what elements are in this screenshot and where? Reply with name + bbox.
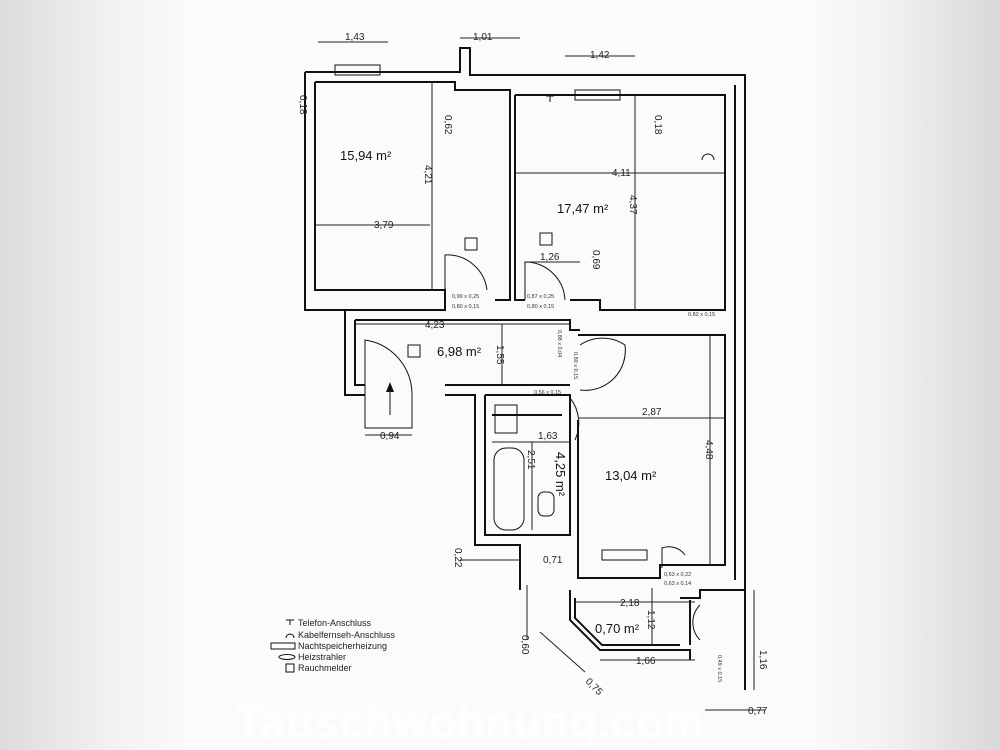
dimension-label: 3,79 (374, 220, 394, 231)
dimension-label: 1,12 (645, 610, 656, 630)
opening-label: 0,56 x 0,15 (534, 390, 561, 396)
dimension-label: 0,71 (543, 555, 563, 566)
legend-item: Telefon-Anschluss (298, 618, 372, 628)
tv-socket-icon (701, 153, 715, 161)
dimension-label: 1,42 (590, 50, 610, 61)
room-area-label: 6,98 m² (437, 344, 482, 359)
dimension-label: 0,94 (380, 431, 400, 442)
dimension-label: 1,66 (636, 656, 656, 667)
opening-label: 0,80 x 0,15 (572, 352, 578, 379)
opening-labels: 0,99 x 0,25 0,80 x 0,15 0,87 x 0,25 0,80… (452, 294, 722, 682)
opening-label: 0,82 x 0,15 (688, 312, 715, 318)
smoke-detector-icon (285, 663, 295, 673)
opening-label: 0,63 x 0,14 (664, 581, 691, 587)
opening-label: 0,87 x 0,25 (527, 294, 554, 300)
opening-label: 0,49 x 0,15 (716, 655, 722, 682)
dimension-label: 2,18 (620, 598, 640, 609)
dimension-label: 1,01 (473, 32, 493, 43)
opening-label: 0,99 x 0,25 (452, 294, 479, 300)
opening-label: 0,63 x 0,22 (664, 572, 691, 578)
dimension-label: 0,60 (519, 635, 530, 655)
dimension-label: 0,18 (297, 95, 308, 115)
phone-socket-icon (286, 619, 294, 625)
dimension-label: 4,11 (612, 168, 631, 179)
legend-item: Kabelfernseh-Anschluss (298, 630, 396, 640)
toilet-icon (537, 491, 555, 517)
dimension-label: 2,51 (525, 450, 536, 470)
legend: Telefon-Anschluss Kabelfernseh-Anschluss… (270, 618, 396, 673)
room-area-label: 17,47 m² (557, 201, 609, 216)
dimension-labels: 1,43 1,01 1,42 0,18 0,62 0,18 4,21 3,79 … (297, 32, 768, 717)
fixtures (334, 64, 715, 561)
heater-icon (574, 89, 621, 101)
walls (304, 47, 746, 690)
room-area-label: 15,94 m² (340, 148, 392, 163)
dimension-label: 0,75 (583, 676, 605, 698)
room-area-label: 4,25 m² (553, 452, 568, 497)
dimension-label: 1,63 (538, 431, 558, 442)
dimension-label: 0,22 (452, 548, 463, 568)
dimension-label: 0,62 (442, 115, 453, 135)
heater-icon (334, 64, 381, 76)
dimension-label: 2,87 (642, 407, 662, 418)
watermark: Tauschwohnung.com (235, 696, 704, 748)
dimension-label: 1,26 (540, 252, 560, 263)
dimension-label: 4,37 (627, 195, 638, 215)
dimension-label: 1,43 (345, 32, 365, 43)
dimension-label: 4,23 (425, 320, 445, 331)
dimension-label: 1,16 (757, 650, 768, 670)
smoke-detector-icon (464, 237, 478, 251)
tv-socket-icon (285, 633, 295, 639)
room-area-label: 13,04 m² (605, 468, 657, 483)
dimension-label: 0,69 (590, 250, 601, 270)
plan-sheet (188, 0, 812, 750)
radiant-heater-icon (278, 654, 296, 660)
bathtub-icon (493, 447, 525, 531)
dimension-label: 1,55 (494, 345, 505, 365)
phone-socket-icon (546, 95, 554, 102)
dimension-label: 0,77 (748, 706, 768, 717)
shower-icon (494, 404, 518, 434)
dimension-label: 0,18 (652, 115, 663, 135)
opening-label: 0,88 x 0,04 (556, 330, 562, 357)
smoke-detector-icon (407, 344, 421, 358)
storage-heater-icon (270, 642, 296, 650)
smoke-detector-icon (539, 232, 553, 246)
opening-label: 0,80 x 0,15 (452, 304, 479, 310)
legend-item: Heizstrahler (298, 652, 346, 662)
room-area-label: 0,70 m² (595, 621, 640, 636)
opening-label: 0,80 x 0,15 (527, 304, 554, 310)
heater-icon (601, 549, 648, 561)
legend-item: Nachtspeicherheizung (298, 641, 387, 651)
dimension-label: 4,48 (703, 440, 714, 460)
legend-item: Rauchmelder (298, 663, 352, 673)
dimension-lines (315, 37, 765, 711)
dimension-label: 4,21 (422, 165, 433, 185)
